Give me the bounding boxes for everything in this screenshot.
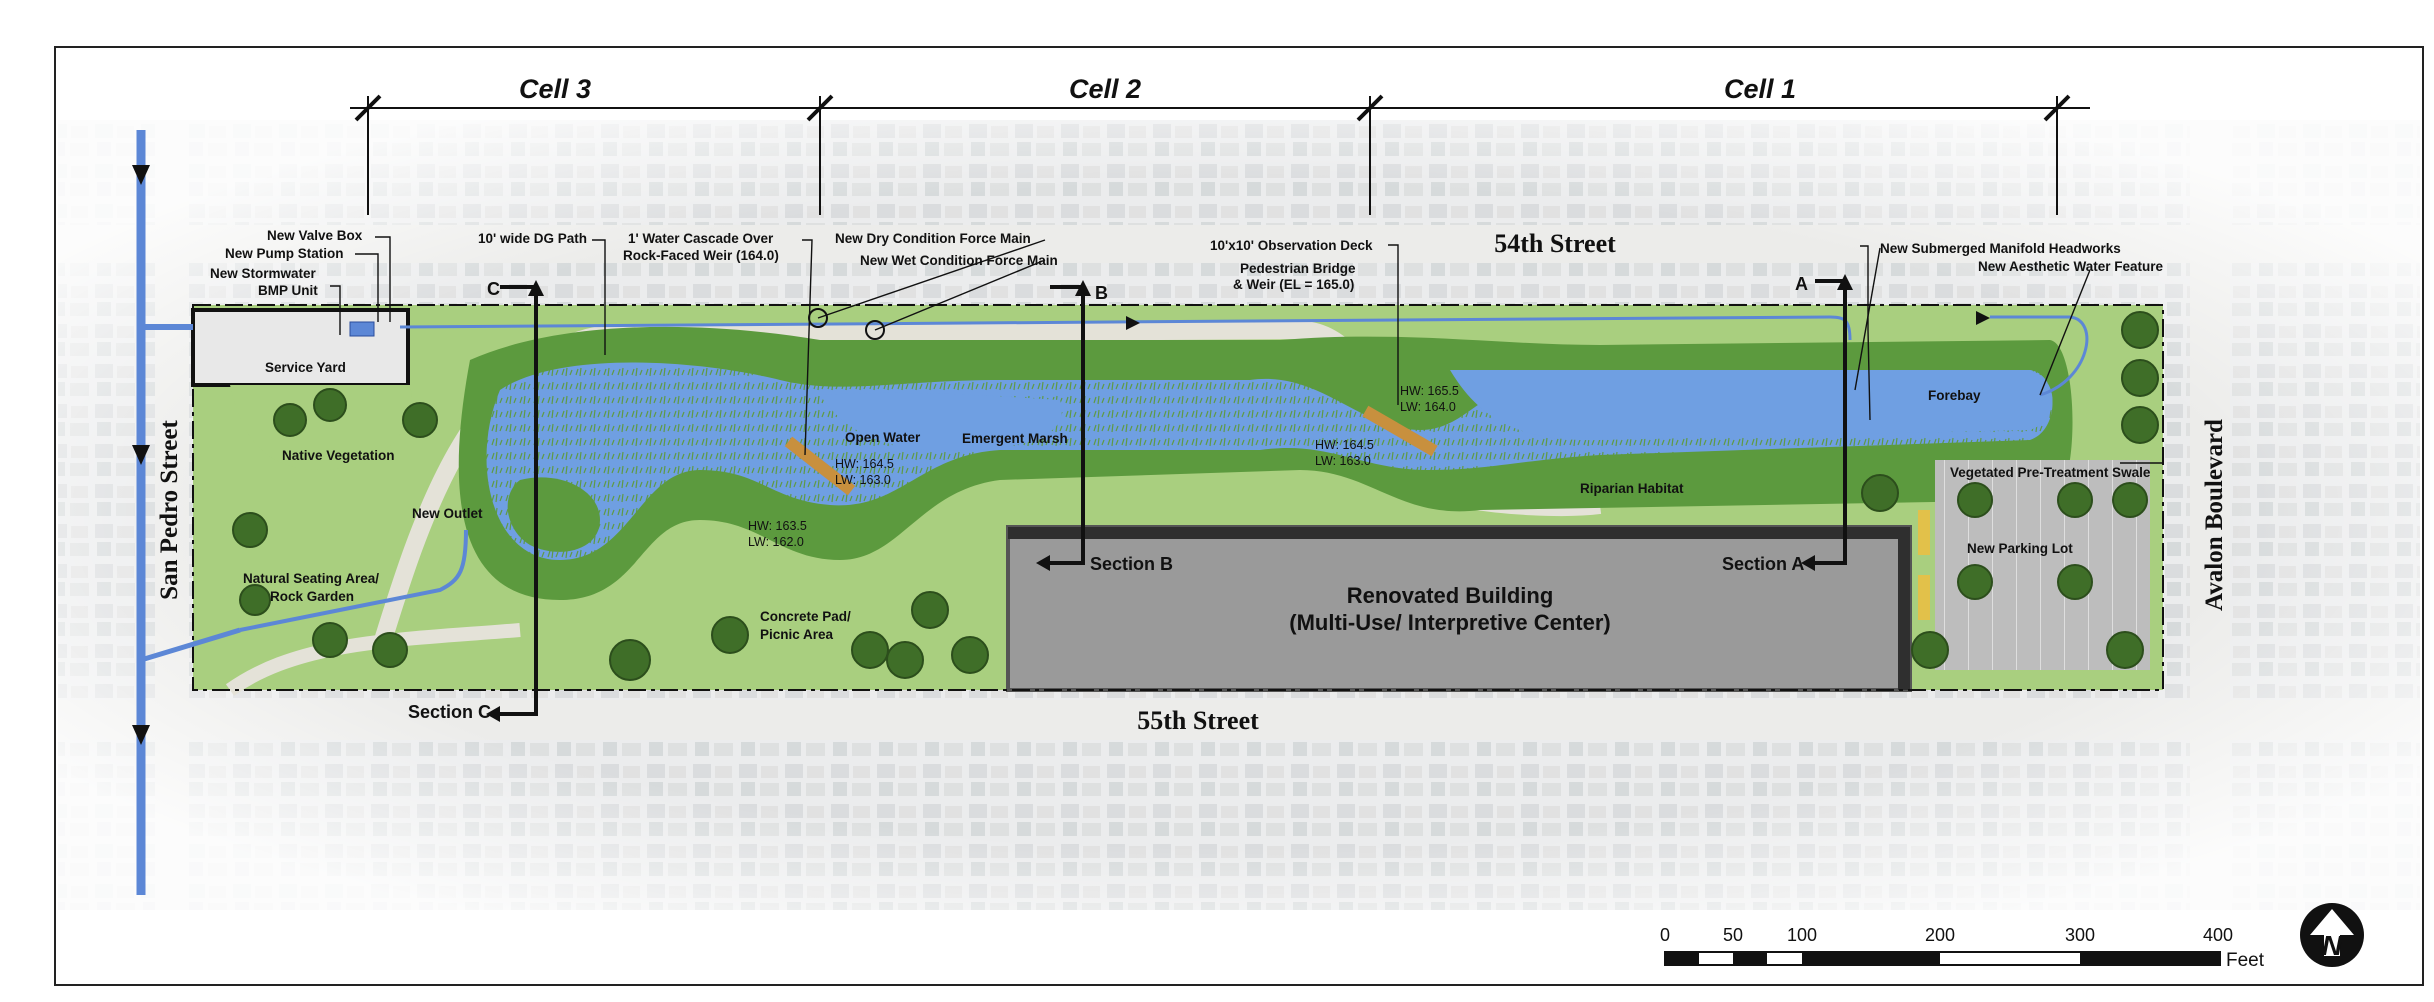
stormwater-label-2: BMP Unit [258, 283, 318, 298]
pipes [136, 130, 2089, 895]
cell-dimension-line [350, 94, 2090, 215]
building-title: Renovated Building [1347, 583, 1554, 608]
north-arrow-icon: N [2300, 903, 2364, 967]
native-vegetation-label: Native Vegetation [282, 448, 395, 463]
cascade-label-2: Rock-Faced Weir (164.0) [623, 248, 779, 263]
scale-unit: Feet [2226, 950, 2265, 971]
emergent-marsh-label: Emergent Marsh [962, 431, 1068, 446]
street-san-pedro: San Pedro Street [156, 420, 183, 600]
section-b-tag: B [1095, 283, 1108, 303]
ped-bridge-label-1: Pedestrian Bridge [1240, 261, 1356, 276]
street-55th: 55th Street [1137, 706, 1259, 735]
stormwater-label-1: New Stormwater [210, 266, 317, 281]
cell-1-label: Cell 1 [1724, 74, 1796, 104]
concrete-pad-label-1: Concrete Pad/ [760, 609, 851, 624]
cell2-lw: LW: 163.0 [835, 473, 891, 487]
cell-2-label: Cell 2 [1069, 74, 1141, 104]
street-54th: 54th Street [1494, 229, 1616, 258]
cascade-label-1: 1' Water Cascade Over [628, 231, 774, 246]
seating-label-2: Rock Garden [270, 589, 354, 604]
cell3-lw: LW: 162.0 [748, 535, 804, 549]
aesthetic-feature-label: New Aesthetic Water Feature [1978, 259, 2164, 274]
scale-tick-100: 100 [1787, 925, 1817, 945]
ped-bridge-label-2: & Weir (EL = 165.0) [1233, 277, 1354, 292]
open-water-label: Open Water [845, 430, 921, 445]
leader-lines [330, 236, 2163, 464]
cell-3-label: Cell 3 [519, 74, 591, 104]
cell2-hw: HW: 164.5 [835, 457, 894, 471]
concrete-pad-label-2: Picnic Area [760, 627, 834, 642]
cell1w-hw: HW: 164.5 [1315, 438, 1374, 452]
scale-tick-300: 300 [2065, 925, 2095, 945]
cell3-hw: HW: 163.5 [748, 519, 807, 533]
dry-force-main-label: New Dry Condition Force Main [835, 231, 1031, 246]
new-outlet-label: New Outlet [412, 506, 483, 521]
seating-label-1: Natural Seating Area/ [243, 571, 379, 586]
section-a-label: Section A [1722, 554, 1804, 574]
trees [232, 311, 2159, 681]
scale-tick-200: 200 [1925, 925, 1955, 945]
building-subtitle: (Multi-Use/ Interpretive Center) [1289, 610, 1611, 635]
parking-lot-label: New Parking Lot [1967, 541, 2073, 556]
wet-force-main-label: New Wet Condition Force Main [860, 253, 1058, 268]
cell1e-lw: LW: 164.0 [1400, 400, 1456, 414]
service-yard-label: Service Yard [265, 360, 346, 375]
section-b-label: Section B [1090, 554, 1173, 574]
cell1e-hw: HW: 165.5 [1400, 384, 1459, 398]
site-area [191, 304, 2164, 696]
street-avalon: Avalon Boulevard [2201, 419, 2228, 611]
section-lines [500, 279, 1847, 716]
manifold-label: New Submerged Manifold Headworks [1880, 241, 2121, 256]
dg-path-label: 10' wide DG Path [478, 231, 587, 246]
section-c-tag: C [487, 279, 500, 299]
section-a-tag: A [1795, 274, 1808, 294]
swale-label: Vegetated Pre-Treatment Swale [1950, 465, 2151, 480]
scale-tick-0: 0 [1660, 925, 1670, 945]
scale-bar [1664, 951, 2221, 966]
cell1w-lw: LW: 163.0 [1315, 454, 1371, 468]
scale-tick-400: 400 [2203, 925, 2233, 945]
annotation-labels: New Valve Box New Pump Station New Storm… [210, 228, 2164, 642]
riparian-habitat-label: Riparian Habitat [1580, 481, 1684, 496]
scale-tick-50: 50 [1723, 925, 1743, 945]
water-level-labels: HW: 163.5 LW: 162.0 HW: 164.5 LW: 163.0 … [748, 384, 1459, 549]
forebay-label: Forebay [1928, 388, 1981, 403]
valve-box-label: New Valve Box [267, 228, 363, 243]
north-arrow-letter: N [2322, 930, 2343, 961]
pipe-arrows [132, 165, 1990, 745]
section-arrowheads [486, 274, 1853, 722]
pump-station-label: New Pump Station [225, 246, 344, 261]
section-c-label: Section C [408, 702, 491, 722]
renovated-building [1006, 525, 1912, 692]
observation-deck-label: 10'x10' Observation Deck [1210, 238, 1373, 253]
scale-ticks: 0 50 100 200 300 400 [1660, 925, 2233, 945]
